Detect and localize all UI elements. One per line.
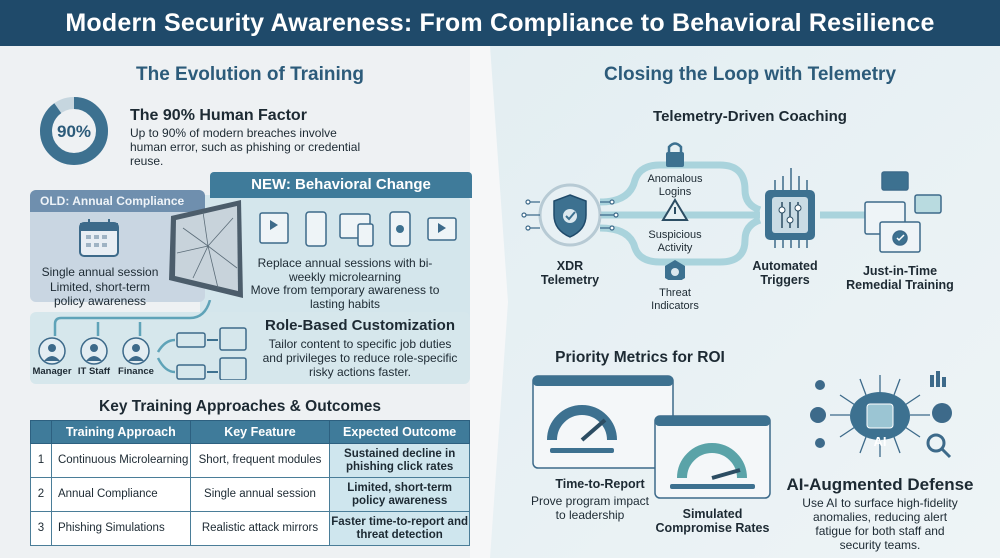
coaching-title: Telemetry-Driven Coaching	[653, 108, 847, 125]
new-line1: Replace annual sessions with bi-weekly m…	[257, 256, 433, 284]
signal-anomalous-logins: Anomalous Logins	[647, 173, 703, 198]
percent-label: 90%	[56, 122, 92, 141]
key-feature: Single annual session	[189, 477, 331, 512]
automated-trigger-chip-icon	[765, 168, 815, 248]
lock-icon	[666, 142, 684, 167]
section-divider	[470, 46, 508, 558]
signal-suspicious-activity: Suspicious Activity	[648, 229, 702, 254]
role-manager: Manager	[32, 366, 72, 377]
bar-chart-icon	[930, 375, 934, 387]
automated-triggers-label: Automated Triggers	[752, 259, 818, 287]
human-factor-donut	[40, 97, 108, 165]
key-feature: Realistic attack mirrors	[189, 511, 331, 546]
new-line2: Move from temporary awareness to lasting…	[250, 283, 440, 311]
table-row: 1 Continuous Microlearning Short, freque…	[30, 443, 470, 478]
time-to-report-gauge-icon	[532, 375, 674, 469]
metric-time-to-report-desc: Prove program impact to leadership	[530, 494, 650, 522]
ai-brain-icon	[810, 371, 952, 459]
signal-threat-indicators: Threat Indicators	[651, 287, 699, 312]
row-number: 2	[30, 477, 52, 512]
metrics-title: Priority Metrics for ROI	[555, 349, 725, 366]
page-title: Modern Security Awareness: From Complian…	[0, 0, 1000, 46]
role-finance: Finance	[118, 366, 154, 377]
cracked-monitor-icon	[169, 200, 243, 298]
xdr-shield-icon	[521, 183, 619, 247]
row-number: 1	[30, 443, 52, 478]
compromise-rate-gauge-icon	[654, 415, 771, 499]
metrics-dashboards	[532, 375, 771, 499]
ai-peripheral-icons	[810, 371, 952, 448]
expected-outcome: Sustained decline in phishing click rate…	[329, 443, 470, 478]
column-header: Key Feature	[189, 420, 331, 444]
microlearning-devices-icons	[259, 211, 457, 247]
donut-fill	[40, 97, 108, 165]
roles-title: Role-Based Customization	[264, 317, 456, 334]
ai-defense-title: AI-Augmented Defense	[786, 475, 974, 494]
human-factor-desc: Up to 90% of modern breaches involve hum…	[130, 126, 361, 168]
old-approach-title: OLD: Annual Compliance	[30, 190, 205, 212]
role-connections	[53, 300, 247, 380]
table-row: 2 Annual Compliance Single annual sessio…	[30, 477, 470, 512]
gear-icon	[810, 407, 826, 423]
new-approach-title: NEW: Behavioral Change	[210, 172, 472, 198]
column-header: Expected Outcome	[329, 420, 470, 444]
expected-outcome: Faster time-to-report and threat detecti…	[329, 511, 470, 546]
expected-outcome: Limited, short-term policy awareness	[329, 477, 470, 512]
table-row: 3 Phishing Simulations Realistic attack …	[30, 511, 470, 546]
metric-compromise-rates: Simulated Compromise Rates	[655, 507, 770, 535]
training-approach: Annual Compliance	[50, 477, 191, 512]
remedial-training-icon	[864, 171, 942, 253]
column-header	[30, 420, 52, 444]
xdr-telemetry-label: XDR Telemetry	[540, 259, 600, 287]
metric-time-to-report: Time-to-Report	[555, 477, 645, 491]
warning-icon	[661, 198, 689, 221]
ai-badge: AI	[873, 434, 887, 449]
evolution-title: The Evolution of Training	[136, 64, 364, 85]
network-node-icon	[815, 380, 825, 390]
old-line2: Limited, short-term policy awareness	[49, 280, 151, 308]
column-header: Training Approach	[50, 420, 191, 444]
roles-desc: Tailor content to specific job duties an…	[262, 337, 458, 379]
role-it-staff: IT Staff	[77, 366, 111, 377]
training-approach: Continuous Microlearning	[50, 443, 191, 478]
remedial-training-label: Just-in-Time Remedial Training	[846, 264, 954, 292]
old-line1: Single annual session	[41, 265, 159, 279]
calendar-icon	[79, 219, 119, 257]
key-feature: Short, frequent modules	[189, 443, 331, 478]
training-approaches-table: Training Approach Key Feature Expected O…	[30, 420, 470, 546]
magnifier-icon	[926, 433, 946, 453]
table-title: Key Training Approaches & Outcomes	[99, 398, 381, 415]
threat-hexagon-icon	[665, 260, 685, 280]
ai-defense-desc: Use AI to surface high-fidelity anomalie…	[802, 496, 958, 552]
human-factor-title: The 90% Human Factor	[130, 107, 307, 124]
telemetry-title: Closing the Loop with Telemetry	[603, 64, 897, 85]
table-header-row: Training Approach Key Feature Expected O…	[30, 420, 470, 444]
database-icon	[932, 403, 952, 423]
training-approach: Phishing Simulations	[50, 511, 191, 546]
telemetry-flow-diagram	[521, 142, 942, 280]
row-number: 3	[30, 511, 52, 546]
role-avatars	[38, 337, 150, 365]
